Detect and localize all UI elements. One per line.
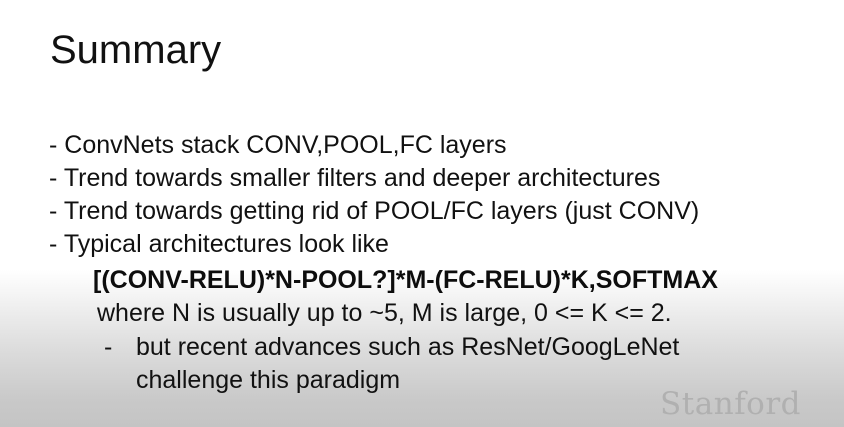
sub-bullet-dash: -: [104, 333, 113, 361]
slide-title: Summary: [50, 28, 222, 72]
architecture-formula: [(CONV-RELU)*N-POOL?]*M-(FC-RELU)*K,SOFT…: [93, 266, 718, 294]
sub-bullet-line-1: but recent advances such as ResNet/GoogL…: [136, 333, 680, 361]
bullet-item: - Typical architectures look like: [49, 230, 389, 258]
stanford-watermark: Stanford: [660, 386, 801, 422]
sub-bullet-item: -but recent advances such as ResNet/Goog…: [104, 331, 679, 397]
formula-note: where N is usually up to ~5, M is large,…: [97, 299, 672, 327]
bullet-item: - Trend towards smaller filters and deep…: [49, 164, 661, 192]
bullet-item: - Trend towards getting rid of POOL/FC l…: [49, 197, 700, 225]
sub-bullet-line-2: challenge this paradigm: [136, 366, 401, 394]
sub-bullet-text: but recent advances such as ResNet/GoogL…: [136, 331, 679, 397]
bullet-list: - ConvNets stack CONV,POOL,FC layers - T…: [49, 129, 699, 261]
bullet-item: - ConvNets stack CONV,POOL,FC layers: [49, 131, 507, 159]
